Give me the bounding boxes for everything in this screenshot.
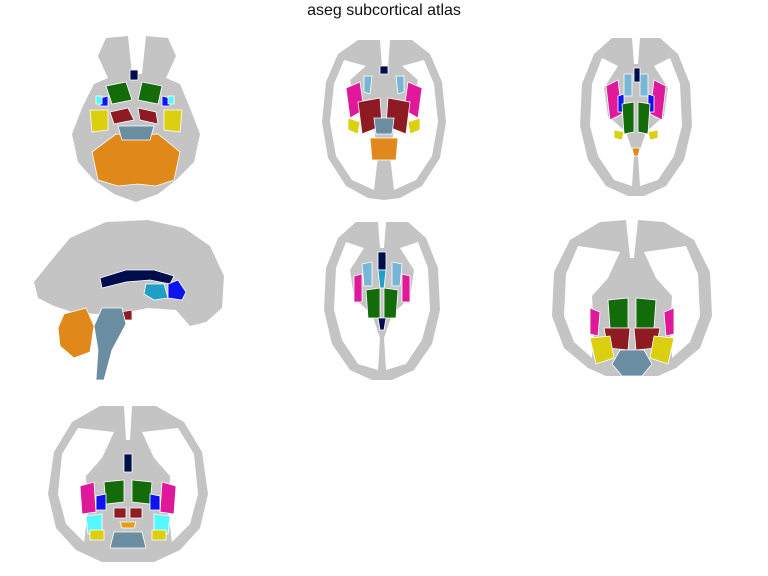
brain-view-axial-superior — [324, 222, 440, 380]
hippocampus-right — [649, 335, 675, 365]
ventricle — [143, 283, 169, 301]
hippocampus-left — [613, 129, 625, 141]
amygdala-right — [153, 513, 171, 535]
hippocampus-right — [163, 109, 183, 133]
caudate-left — [363, 75, 373, 95]
cortex-outline — [580, 38, 692, 196]
caudate-left — [361, 261, 373, 287]
amygdala-right — [167, 95, 175, 105]
caudate-left — [623, 73, 633, 97]
brain-view-axial-inferior — [72, 36, 200, 202]
cerebellum — [91, 133, 181, 187]
hippocampus-left — [589, 335, 615, 365]
brainstem — [117, 125, 155, 141]
amygdala-left — [95, 95, 103, 105]
ventral-dc-left — [109, 107, 135, 125]
cerebellum — [369, 137, 399, 161]
thalamus-right — [137, 81, 163, 105]
ventral-dc-right — [129, 507, 143, 519]
thalamus-right — [131, 479, 153, 505]
brain-view-sagittal-midline — [34, 220, 224, 381]
hippocampus-right — [151, 529, 167, 541]
brainstem — [373, 117, 395, 135]
cerebellum — [631, 147, 641, 157]
hippocampus-right — [647, 129, 659, 141]
ventral-dc-left — [113, 507, 127, 519]
brain-view-coronal-anterior — [48, 406, 208, 562]
thalamus-left — [105, 81, 133, 105]
brainstem — [611, 349, 653, 377]
thalamus-left — [607, 297, 629, 329]
corpus-callosum — [379, 65, 389, 75]
putamen-right — [663, 307, 675, 337]
hippocampus-left — [89, 109, 109, 133]
hippocampus-left — [89, 529, 105, 541]
pallidum-left — [95, 493, 107, 511]
caudate-right — [391, 261, 403, 287]
caudate-right — [639, 73, 649, 97]
thalamus-right — [383, 287, 399, 319]
corpus-callosum — [129, 69, 139, 81]
hippocampus-left — [347, 117, 361, 135]
pallidum-right — [149, 493, 161, 511]
cerebellum — [57, 307, 95, 359]
putamen-left — [79, 481, 97, 515]
ventricle — [377, 269, 387, 289]
brain-view-axial-basal-ganglia — [322, 40, 446, 200]
figure-title: aseg subcortical atlas — [307, 2, 461, 19]
corpus-callosum — [377, 251, 387, 271]
putamen-left — [589, 307, 601, 337]
thalamus-left — [103, 479, 125, 505]
putamen-left — [353, 273, 363, 303]
hippocampus-right — [407, 117, 421, 135]
thalamus-right — [637, 101, 651, 135]
cortex-outline — [324, 222, 440, 380]
pallidum — [167, 279, 187, 301]
putamen-right — [159, 481, 177, 515]
brain-view-axial-thalamus — [580, 38, 692, 196]
cortex-outline — [552, 220, 712, 376]
corpus-callosum — [633, 67, 641, 83]
ventral-dc-right — [137, 107, 159, 125]
putamen-right — [401, 273, 411, 303]
brainstem — [109, 531, 147, 549]
caudate-right — [395, 75, 405, 95]
thalamus-left — [365, 287, 381, 319]
corpus-callosum — [123, 453, 133, 473]
thalamus-left — [621, 101, 635, 135]
thalamus-right — [635, 297, 657, 329]
brain-view-coronal-posterior — [552, 220, 712, 377]
accumbens — [119, 521, 137, 529]
corpus-callosum-splenium — [377, 317, 387, 331]
brainstem — [93, 307, 127, 381]
